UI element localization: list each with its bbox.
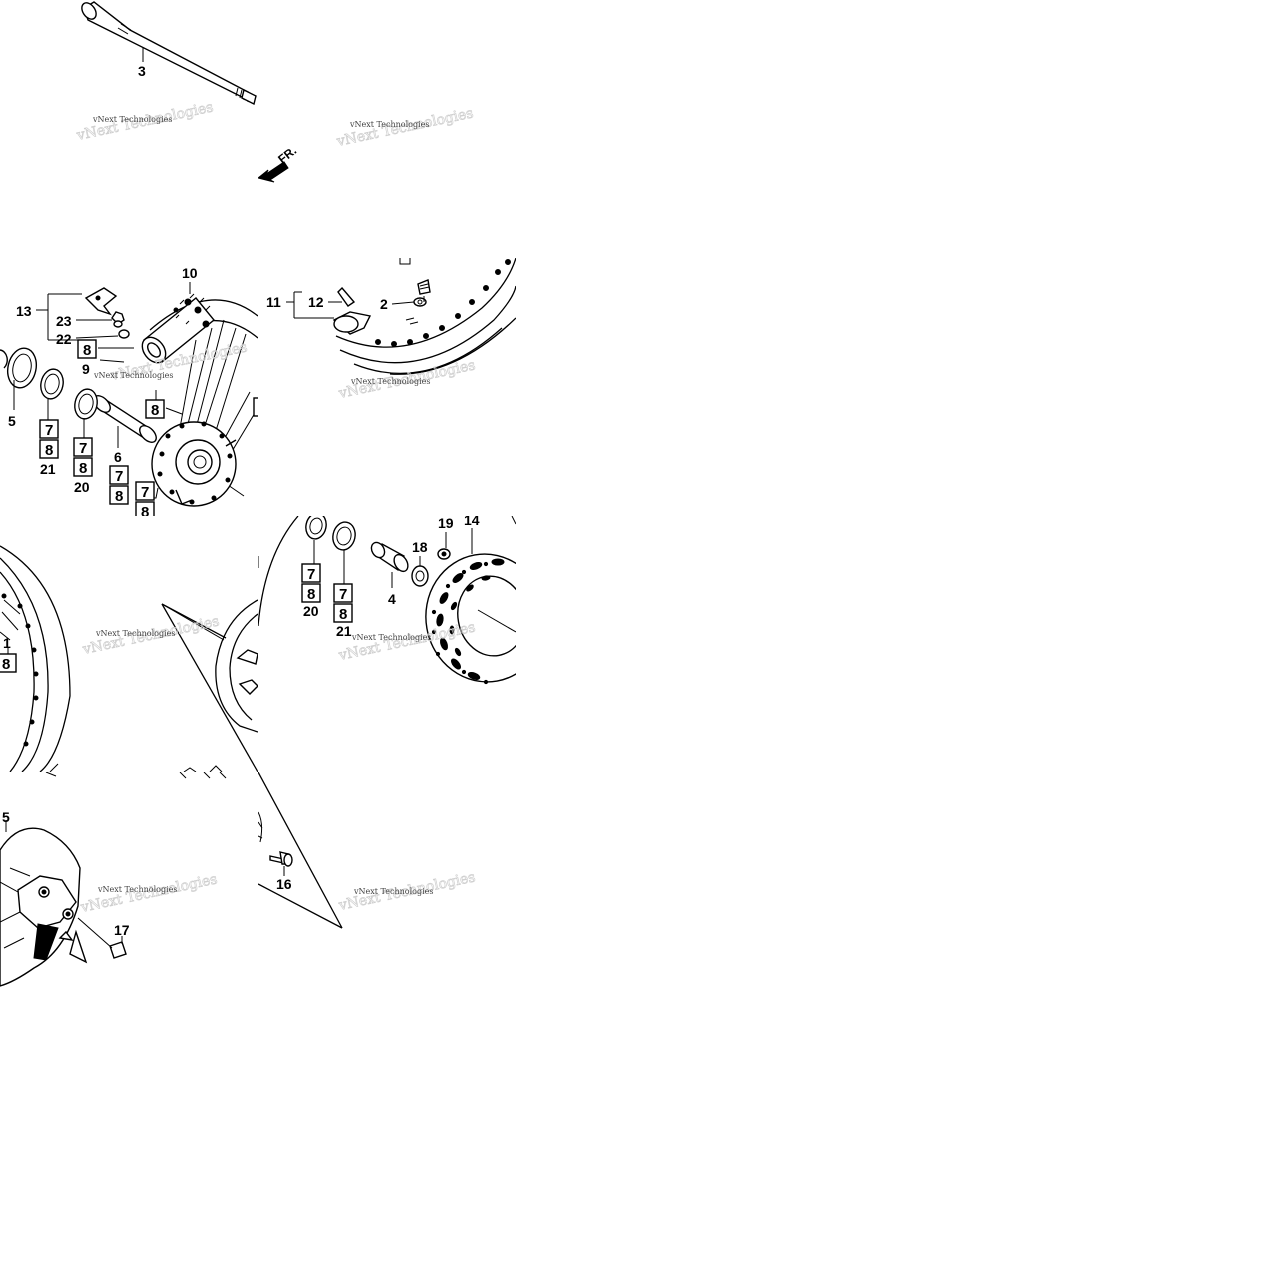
tile-axle: 3 vNext Technologies vNext Technologies: [0, 0, 258, 258]
svg-text:vNext Technologies: vNext Technologies: [351, 633, 431, 642]
tile-bolt: 16 vNext Technologies vNext Technologies: [258, 772, 516, 988]
svg-text:vNext Technologies: vNext Technologies: [353, 887, 433, 896]
ref-box-stack: 7 8: [109, 465, 129, 505]
ref-box: 8: [145, 399, 165, 419]
bearing-21: [40, 368, 64, 400]
speedometer-bracket: [84, 287, 130, 339]
callout-21: 21: [40, 461, 56, 477]
callout-19: 19: [438, 516, 454, 531]
svg-text:vNext Technologies: vNext Technologies: [97, 885, 177, 894]
callout-21: 21: [336, 623, 352, 639]
callout-5: 5: [8, 413, 16, 429]
callout-10: 10: [182, 265, 198, 281]
svg-text:8: 8: [115, 488, 123, 505]
direction-label: FR.: [275, 143, 299, 166]
callout-6: 6: [114, 449, 122, 465]
cover-bolt: [77, 917, 127, 959]
svg-text:8: 8: [45, 442, 53, 459]
watermark: vNext Technologies vNext Technologies: [336, 869, 477, 914]
svg-text:8: 8: [151, 402, 159, 419]
svg-text:7: 7: [79, 440, 87, 457]
bearing-20: [74, 388, 98, 420]
brake-disc: [425, 553, 516, 685]
callout-2: 2: [380, 296, 388, 312]
callout-22: 22: [56, 331, 72, 347]
svg-text:8: 8: [307, 586, 315, 603]
hub-flange: [151, 421, 237, 507]
watermark: vNext Technologies vNext Technologies: [80, 613, 221, 658]
callout-1: 1: [3, 635, 11, 651]
svg-text:vNext Technologies: vNext Technologies: [92, 115, 172, 124]
callout-11: 11: [266, 294, 281, 310]
wheel-rim: [0, 545, 71, 772]
ref-box-stack: 7 8: [39, 419, 59, 459]
ref-box: 8: [77, 339, 97, 359]
hub-housing: [141, 293, 215, 364]
svg-text:8: 8: [83, 342, 91, 359]
svg-text:vNext Technologies: vNext Technologies: [93, 371, 173, 380]
svg-text:7: 7: [45, 422, 53, 439]
svg-text:vNext Technologies: vNext Technologies: [349, 120, 429, 129]
disc-collar: [411, 565, 429, 587]
callout-9: 9: [82, 361, 90, 377]
callout-18: 18: [412, 539, 428, 555]
svg-text:8: 8: [339, 606, 347, 623]
tile-disc-cover: 5 17 vNext Technologies vNext Technologi…: [0, 772, 258, 988]
bearing-21: [332, 521, 356, 551]
watermark: vNext Technologies vNext Technologies: [336, 357, 477, 402]
bolt-16: [269, 851, 293, 867]
svg-text:8: 8: [79, 460, 87, 477]
callout-4: 4: [388, 591, 396, 607]
tire-section: [215, 599, 258, 733]
distance-collar: [370, 541, 409, 573]
ref-box: 8: [0, 653, 17, 673]
callout-13: 13: [16, 303, 32, 319]
rim-band: [332, 286, 372, 335]
callout-12: 12: [308, 294, 324, 310]
callout-20: 20: [74, 479, 90, 495]
svg-text:8: 8: [2, 656, 10, 673]
ref-box-stack: 7 8: [135, 481, 155, 516]
tile-hub: 10 13 23 22 9 5 21 20 6 8 8 7 8: [0, 258, 258, 516]
callout-23: 23: [56, 313, 72, 329]
tile-disc: 19 14 18 4 20 21 7 8 7 8 vNext Technolog…: [258, 516, 516, 772]
distance-collar: [93, 395, 157, 443]
ref-box-stack: 7 8: [73, 437, 93, 477]
callout-14: 14: [464, 516, 480, 528]
callout-3: 3: [138, 63, 146, 79]
svg-text:7: 7: [141, 484, 149, 501]
callout-5: 5: [2, 809, 10, 825]
bearing-20: [305, 516, 327, 540]
watermark: vNext Technologies vNext Technologies: [78, 871, 219, 916]
watermark: vNext Technologies vNext Technologies: [334, 105, 475, 150]
leader-lines: [13, 282, 191, 499]
tile-direction: FR. vNext Technologies vNext Technologie…: [258, 0, 516, 258]
svg-text:vNext Technologies: vNext Technologies: [350, 377, 430, 386]
rim-section: [335, 258, 516, 375]
disc-bolt: [437, 548, 451, 560]
tile-rim-valve: 11 12 2 vNext Technologies vNext Technol…: [258, 258, 516, 516]
callout-16: 16: [276, 876, 292, 892]
axle-shaft: [81, 1, 257, 106]
valve-cap: [417, 279, 431, 295]
leader-lines: [286, 291, 415, 319]
callout-17: 17: [114, 922, 130, 938]
oil-seal: [6, 347, 38, 389]
ref-box-stack: 7 8: [301, 563, 321, 603]
tile-wheel: 1 8 vNext Technologies vNext Technologie…: [0, 516, 258, 772]
disc-cover: [0, 827, 88, 987]
watermark: vNext Technologies vNext Technologies: [74, 99, 215, 144]
front-direction-arrow-icon: [258, 161, 289, 183]
svg-text:vNext Technologies: vNext Technologies: [95, 629, 175, 638]
ref-box-stack: 7 8: [333, 583, 353, 623]
svg-text:7: 7: [307, 566, 315, 583]
callout-20: 20: [303, 603, 319, 619]
svg-text:7: 7: [115, 468, 123, 485]
svg-text:8: 8: [141, 504, 149, 516]
svg-text:7: 7: [339, 586, 347, 603]
